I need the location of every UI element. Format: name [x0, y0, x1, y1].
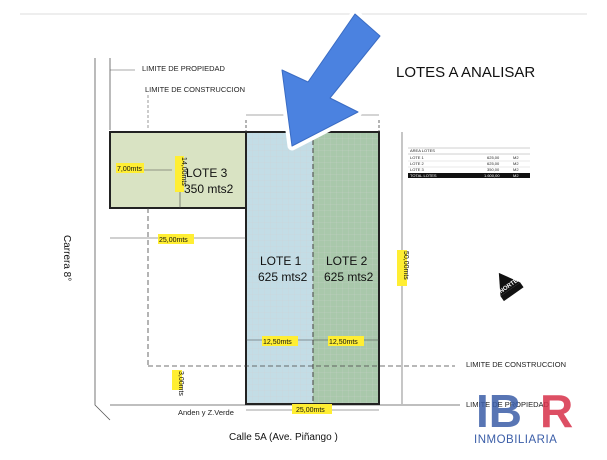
area-table-header: AREA LOTES [410, 148, 435, 153]
lote3-width-dim: 7,00mts [117, 166, 142, 173]
area-row-name: LOTE 3 [410, 167, 425, 172]
north-arrow-icon [498, 272, 521, 297]
lote3-width-highlight [116, 163, 144, 173]
lote3-height-highlight [175, 156, 184, 192]
area-total-unit: M2 [513, 173, 519, 178]
logo-mark-ib: IB [476, 385, 522, 437]
ibr-logo: IB R INMOBILIARIA [474, 385, 573, 446]
area-row-unit: M2 [513, 167, 519, 172]
area-total-name: TOTAL LOTES [410, 173, 437, 178]
lote1-area: 625 mts2 [258, 270, 308, 284]
area-row-unit: M2 [513, 161, 519, 166]
area-total-value: 1.600,00 [484, 173, 500, 178]
bottom-width-dim: 25,00mts [296, 407, 325, 414]
area-row-name: LOTE 1 [410, 155, 425, 160]
area-table: AREA LOTES LOTE 1 625,00 M2 LOTE 2 625,0… [408, 147, 530, 178]
lote2-area: 625 mts2 [324, 270, 374, 284]
limite-construccion-right-label: LIMITE DE CONSTRUCCION [466, 360, 566, 369]
lote2-name: LOTE 2 [326, 254, 368, 268]
lote2-width-highlight [328, 336, 364, 346]
logo-mark-r: R [540, 385, 573, 437]
setback-highlight [158, 234, 194, 244]
area-row-value: 625,00 [487, 155, 500, 160]
lote3-height-dim: 14,00mts [180, 157, 187, 186]
bottom-width-highlight [292, 404, 332, 414]
calle-label: Calle 5A (Ave. Piñango ) [229, 432, 338, 443]
height-highlight [397, 250, 407, 286]
height-dim: 50,00mts [402, 251, 409, 280]
area-row-value: 625,00 [487, 161, 500, 166]
property-limit-left-line [94, 58, 111, 421]
area-row-value: 350,00 [487, 167, 500, 172]
area-row-name: LOTE 2 [410, 161, 425, 166]
north-arrow: NORTE [498, 272, 524, 302]
limite-construccion-top-label: LIMITE DE CONSTRUCCION [145, 85, 245, 94]
page-title: LOTES A ANALISAR [396, 64, 535, 81]
pointer-arrow-icon [277, 9, 385, 151]
setback-dim: 25,00mts [159, 237, 188, 244]
logo-text: INMOBILIARIA [474, 434, 557, 446]
limite-propiedad-top-label: LIMITE DE PROPIEDAD [142, 64, 226, 73]
lote2-grid [313, 132, 379, 404]
limite-propiedad-bottom-label: LIMITE DE PROPIEDAD [466, 400, 550, 409]
lote1-width-dim: 12,50mts [263, 339, 292, 346]
lote1-name: LOTE 1 [260, 254, 302, 268]
lote1-grid [246, 132, 313, 404]
area-row-unit: M2 [513, 155, 519, 160]
bottom-setback-dim: 3,00mts [177, 371, 184, 396]
lote3-name: LOTE 3 [186, 166, 228, 180]
bottom-setback-highlight [172, 370, 182, 390]
lote2-width-dim: 12,50mts [329, 339, 358, 346]
lote1-width-highlight [262, 336, 298, 346]
carrera-label: Carrera 8° [61, 235, 72, 281]
lote3-area: 350 mts2 [184, 182, 234, 196]
anden-label: Anden y Z.Verde [178, 408, 234, 417]
